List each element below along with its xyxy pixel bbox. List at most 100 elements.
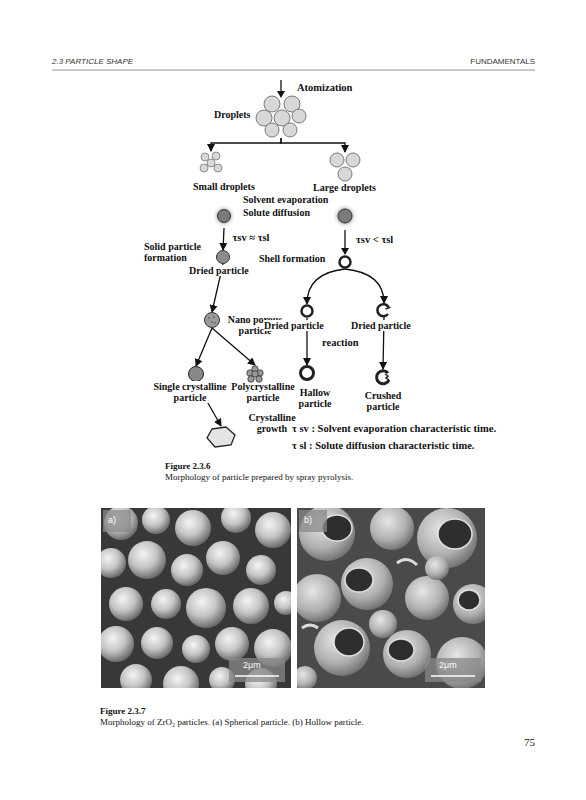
particle-node: Dried particle: [300, 304, 314, 318]
particle-node: Dried particle: [376, 303, 392, 317]
particle-symbol: [299, 365, 315, 381]
node-label: Dried particle: [189, 265, 249, 276]
particle-node: Solid particle formationDried particle: [216, 250, 230, 264]
flow-arrow: [345, 269, 384, 303]
particle-shape: [213, 316, 215, 318]
node-label: Solid particle formation: [144, 241, 210, 263]
particle-node: Small droplets: [199, 151, 223, 173]
particle-shape: [330, 153, 360, 181]
atomization-arrow: [277, 80, 285, 98]
flow-arrow: [307, 269, 345, 304]
particle-shape: [301, 367, 314, 380]
particle-symbol: [204, 312, 220, 328]
symbol-definition: τ sv : Solvent evaporation characteristi…: [292, 423, 496, 434]
particle-symbol: [206, 426, 236, 448]
particle-shape: [346, 153, 360, 167]
scale-bar-label: 2μm: [439, 660, 457, 670]
particle-node: Single crystalline particle: [188, 366, 204, 382]
particle-shape: [214, 322, 216, 324]
large-droplet-evaporation: [332, 203, 358, 229]
node-label: Crushed particle: [361, 390, 405, 412]
node-label: Single crystalline particle: [148, 381, 232, 403]
particle-shape: [214, 164, 222, 172]
particle-shape: [264, 96, 280, 112]
particle-shape: [200, 164, 208, 172]
particle-shape: [189, 367, 204, 382]
particle-shape: [212, 152, 220, 160]
running-header: 2.3 PARTICLE SHAPE: [52, 57, 133, 66]
shell-formation-arrow: [341, 230, 349, 255]
particle-symbol: [246, 365, 264, 383]
particle-symbol: [188, 366, 204, 382]
node-label: Small droplets: [193, 181, 255, 192]
particle-shape: [207, 159, 215, 167]
particle-symbol: [376, 303, 392, 317]
node-label: Dried particle: [264, 320, 324, 331]
header-rule: [52, 70, 535, 71]
particle-shape: [217, 251, 230, 264]
particle-symbol: [216, 250, 230, 264]
particle-symbol: [329, 152, 361, 182]
particle-symbol: [375, 369, 391, 385]
node-label: Hallow particle: [297, 387, 333, 409]
figure-caption: Morphology of ZrO₂ particles. (a) Spheri…: [100, 717, 364, 727]
node-label: Dried particle: [351, 320, 411, 331]
panel-letter: a): [108, 515, 116, 525]
particle-node: Large droplets: [329, 152, 361, 182]
particle-symbol: [300, 304, 314, 318]
particle-shape: [283, 123, 297, 137]
particle-node: Shell formation: [338, 255, 352, 269]
particle-shape: [211, 321, 213, 323]
node-label: Shell formation: [259, 253, 325, 264]
flow-arrow: [223, 228, 224, 250]
flow-arrow: [196, 328, 212, 366]
particle-node: Crystalline growth: [206, 426, 236, 448]
node-label: Solute diffusion: [243, 207, 310, 218]
particle-shape: [256, 96, 306, 137]
step-label: Atomization: [297, 82, 352, 93]
particle-node: Hallow particle: [299, 365, 315, 381]
particle-symbol: [338, 255, 352, 269]
particle-shape: [292, 109, 306, 123]
particle-shape: [386, 305, 390, 309]
particle-shape: [338, 167, 352, 181]
particle-shape: [208, 317, 210, 319]
particle-shape: [205, 313, 220, 328]
node-label: Droplets: [214, 109, 250, 120]
sem-photo-hollow: [293, 505, 493, 690]
flow-arrow: [211, 138, 281, 151]
node-label: Polycrystalline particle: [231, 381, 295, 403]
condition-label: τsv < τsl: [356, 234, 393, 245]
node-label: Large droplets: [313, 182, 376, 193]
section-header: FUNDAMENTALS: [470, 57, 535, 66]
particle-symbol: [199, 151, 223, 173]
particle-node: Droplets: [255, 95, 307, 138]
particle-shape: [377, 371, 389, 384]
particle-shape: [247, 366, 263, 382]
figure-number: Figure 2.3.6: [165, 461, 211, 471]
particle-shape: [340, 257, 351, 268]
particle-node: Solvent evaporationSolute diffusion: [212, 204, 236, 228]
particle-shape: [218, 210, 231, 223]
particle-symbol: [255, 95, 307, 138]
particle-node: Polycrystalline particle: [246, 365, 264, 383]
particle-shape: [212, 204, 236, 228]
sem-photo-spherical: [96, 503, 298, 702]
scale-bar-label: 2μm: [243, 660, 261, 670]
panel-letter: b): [304, 515, 312, 525]
particle-node: Nano porous particle: [204, 312, 220, 328]
symbol-definition: τ sl : Solute diffusion characteristic t…: [292, 440, 474, 451]
figure-number: Figure 2.3.7: [100, 706, 146, 716]
node-label: Solvent evaporation: [243, 194, 328, 205]
particle-shape: [302, 306, 313, 317]
edge-label: τsv ≈ τsl: [233, 232, 270, 243]
particle-shape: [200, 152, 222, 172]
page-number: 75: [524, 736, 535, 748]
particle-shape: [201, 153, 209, 161]
figure-caption: Morphology of particle prepared by spray…: [165, 472, 353, 482]
particle-shape: [330, 153, 344, 167]
particle-shape: [385, 374, 389, 380]
particle-symbol: [212, 204, 236, 228]
flow-arrow: [281, 138, 345, 152]
particle-shape: [208, 316, 216, 324]
